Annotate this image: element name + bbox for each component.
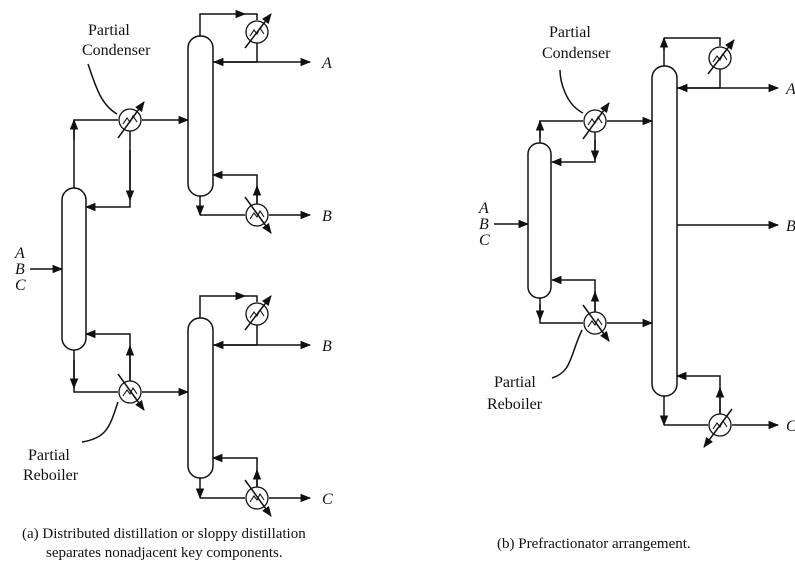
right-main-column <box>651 65 678 397</box>
left-partial-condenser-icon <box>117 101 145 139</box>
right-partial-condenser-icon <box>582 102 610 140</box>
right-caption: (b) Prefractionator arrangement. <box>497 536 691 552</box>
left-caption-line-2: separates nonadjacent key components. <box>46 545 283 561</box>
left-product-b-upper: B <box>322 208 332 225</box>
left-feed-a: A <box>14 245 25 262</box>
left-product-c: C <box>322 491 333 508</box>
right-diagram: A B C Partial Condenser Partial Reboiler <box>478 24 795 552</box>
right-feed-a: A <box>478 200 489 217</box>
right-main-reboiler-icon <box>703 408 733 448</box>
left-condenser-label-2: Condenser <box>82 42 151 59</box>
right-feed-b: B <box>479 216 489 233</box>
left-partial-reboiler-icon <box>117 373 145 411</box>
right-main-condenser-icon <box>707 39 735 75</box>
left-lower-column <box>187 317 214 479</box>
left-condenser-label-1: Partial <box>88 22 130 39</box>
left-prefractionator-column <box>61 187 87 351</box>
left-reboiler-label-1: Partial <box>28 447 70 464</box>
left-product-a: A <box>321 55 332 72</box>
left-caption-line-1: (a) Distributed distillation or sloppy d… <box>22 526 306 542</box>
left-product-b-lower: B <box>322 338 332 355</box>
right-prefractionator-column <box>527 142 552 299</box>
left-lower-condenser-icon <box>244 295 272 331</box>
left-upper-condenser-icon <box>244 13 272 49</box>
right-partial-reboiler-icon <box>582 304 610 342</box>
left-upper-column <box>187 35 214 197</box>
right-reboiler-label-2: Reboiler <box>487 396 543 413</box>
left-reboiler-label-2: Reboiler <box>23 467 79 484</box>
right-product-a: A <box>785 81 795 98</box>
left-lower-reboiler-icon <box>244 479 272 517</box>
left-upper-reboiler-icon <box>244 196 272 234</box>
right-product-b: B <box>786 218 795 235</box>
right-condenser-label-2: Condenser <box>542 45 611 62</box>
left-diagram: A B C Partial Condenser Partial Reboiler <box>14 9 333 561</box>
right-condenser-label-1: Partial <box>549 24 591 41</box>
right-reboiler-label-1: Partial <box>494 374 536 391</box>
right-feed-c: C <box>479 232 490 249</box>
left-feed-c: C <box>15 277 26 294</box>
right-product-c: C <box>786 418 795 435</box>
left-feed-b: B <box>15 261 25 278</box>
